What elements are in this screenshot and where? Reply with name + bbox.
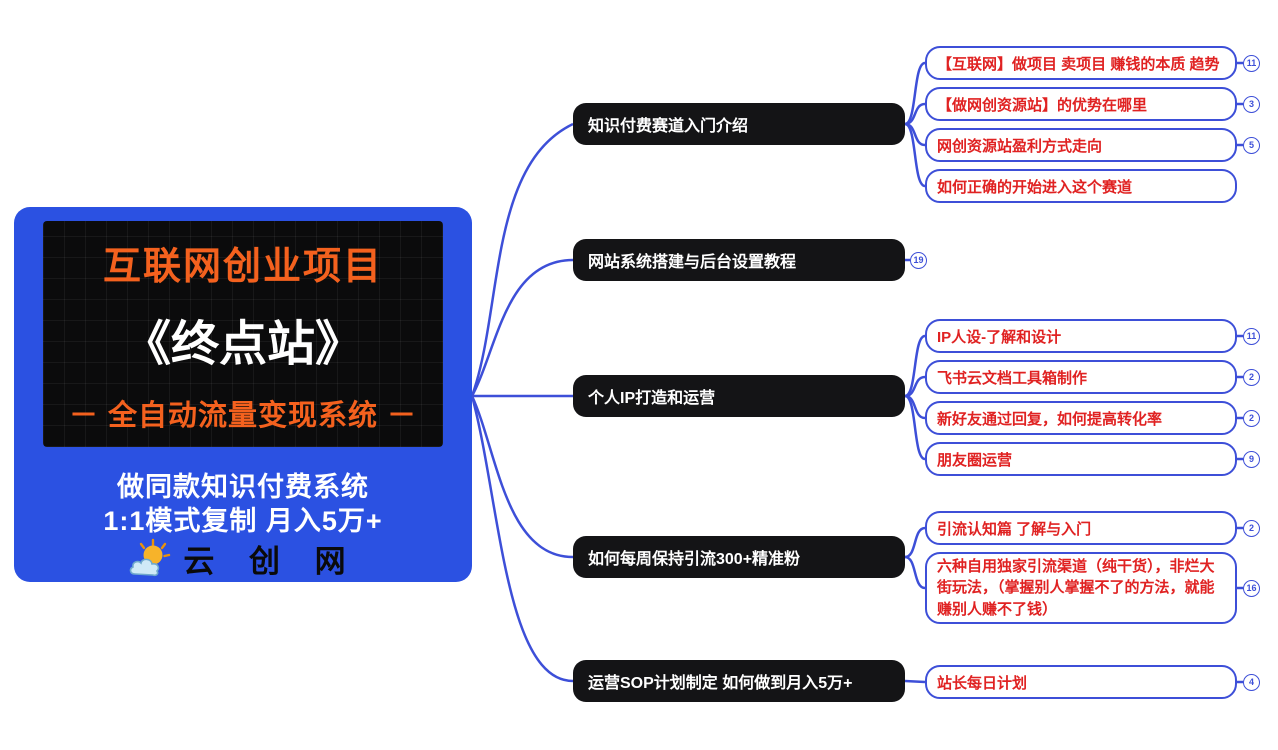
connector-root-branch4	[470, 395, 574, 559]
sub-node[interactable]: 【互联网】做项目 卖项目 赚钱的本质 趋势	[925, 46, 1237, 80]
sub-node[interactable]: 飞书云文档工具箱制作	[925, 360, 1237, 394]
count-badge: 4	[1243, 673, 1260, 691]
poster-book-title: 《终点站》	[122, 317, 363, 371]
branch-node-sop[interactable]: 运营SOP计划制定 如何做到月入5万+	[573, 660, 905, 702]
count-badge: 9	[1243, 450, 1260, 468]
branch-node-traffic[interactable]: 如何每周保持引流300+精准粉	[573, 536, 905, 578]
sub-node[interactable]: 【做网创资源站】的优势在哪里	[925, 87, 1237, 121]
branch-node-website-setup[interactable]: 网站系统搭建与后台设置教程	[573, 239, 905, 281]
connector-b4-c1	[904, 526, 926, 559]
sub-node[interactable]: 六种自用独家引流渠道（纯干货），非烂大街玩法，（掌握别人掌握不了的方法，就能赚别…	[925, 552, 1237, 624]
root-topic-card[interactable]: 互联网创业项目 《终点站》 － 全自动流量变现系统 － 做同款知识付费系统 1:…	[14, 207, 472, 582]
brand-row: 云 创 网	[14, 533, 472, 583]
connector-b4-c2	[904, 555, 926, 590]
sub-node[interactable]: 如何正确的开始进入这个赛道	[925, 169, 1237, 203]
count-badge: 5	[1243, 136, 1260, 154]
branch-node-personal-ip[interactable]: 个人IP打造和运营	[573, 375, 905, 417]
sub-node[interactable]: 朋友圈运营	[925, 442, 1237, 476]
brand-name: 云 创 网	[183, 543, 359, 579]
count-badge: 16	[1243, 579, 1260, 597]
count-badge: 19	[910, 251, 927, 269]
connector-b5-c1	[904, 679, 926, 684]
sub-node[interactable]: 新好友通过回复，如何提高转化率	[925, 401, 1237, 435]
connector-b3-c4	[904, 394, 926, 461]
poster-tagline: － 全自动流量变现系统 －	[68, 399, 418, 432]
branch-node-intro[interactable]: 知识付费赛道入门介绍	[573, 103, 905, 145]
poster-title: 互联网创业项目	[102, 245, 383, 288]
sub-node[interactable]: IP人设-了解和设计	[925, 319, 1237, 353]
sub-node[interactable]: 引流认知篇 了解与入门	[925, 511, 1237, 545]
root-caption-line2: 1:1模式复制 月入5万+	[103, 506, 383, 536]
poster-image: 互联网创业项目 《终点站》 － 全自动流量变现系统 －	[43, 221, 443, 447]
count-badge: 11	[1243, 54, 1260, 72]
count-badge: 11	[1243, 327, 1260, 345]
count-badge: 2	[1243, 519, 1260, 537]
connector-root-branch1	[470, 122, 574, 397]
count-badge: 2	[1243, 409, 1260, 427]
count-badge: 2	[1243, 368, 1260, 386]
connector-b1-c4	[904, 122, 926, 188]
root-caption-line1: 做同款知识付费系统	[117, 472, 369, 502]
sub-node[interactable]: 站长每日计划	[925, 665, 1237, 699]
sub-node[interactable]: 网创资源站盈利方式走向	[925, 128, 1237, 162]
sun-cloud-icon	[130, 538, 171, 577]
connector-root-branch2	[470, 258, 574, 397]
connector-root-branch5	[470, 395, 574, 683]
count-badge: 3	[1243, 95, 1260, 113]
